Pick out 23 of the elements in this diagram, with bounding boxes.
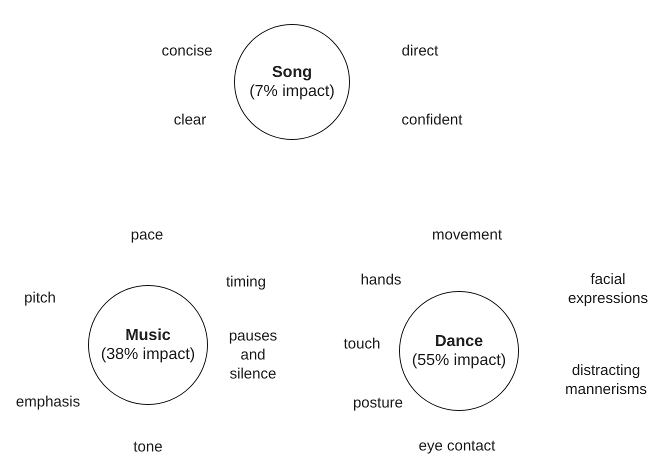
attribute-label: tone: [132, 438, 164, 456]
attribute-label: pauses and silence: [228, 326, 278, 384]
attribute-label: concise: [160, 42, 214, 60]
circle-title: Song: [272, 63, 312, 82]
attribute-label: clear: [172, 110, 208, 130]
attribute-label: distracting mannerisms: [564, 361, 648, 399]
attribute-label: pace: [130, 226, 164, 244]
attribute-label: hands: [360, 270, 402, 290]
attribute-label: facial expressions: [566, 270, 650, 308]
attribute-label: posture: [352, 394, 404, 412]
attribute-label: emphasis: [14, 392, 82, 412]
attribute-label: eye contact: [418, 436, 496, 456]
attribute-label: timing: [224, 272, 267, 292]
circle-subtitle: (38% impact): [100, 345, 196, 364]
attribute-label: touch: [342, 334, 382, 354]
circle-subtitle: (55% impact): [412, 351, 506, 370]
circle-subtitle: (7% impact): [249, 82, 335, 101]
attribute-label: confident: [400, 110, 464, 130]
circle-title: Dance: [434, 332, 484, 351]
attribute-label: direct: [400, 42, 440, 60]
circle-title: Music: [125, 326, 171, 345]
attribute-label: pitch: [23, 288, 57, 308]
attribute-label: movement: [430, 226, 504, 244]
